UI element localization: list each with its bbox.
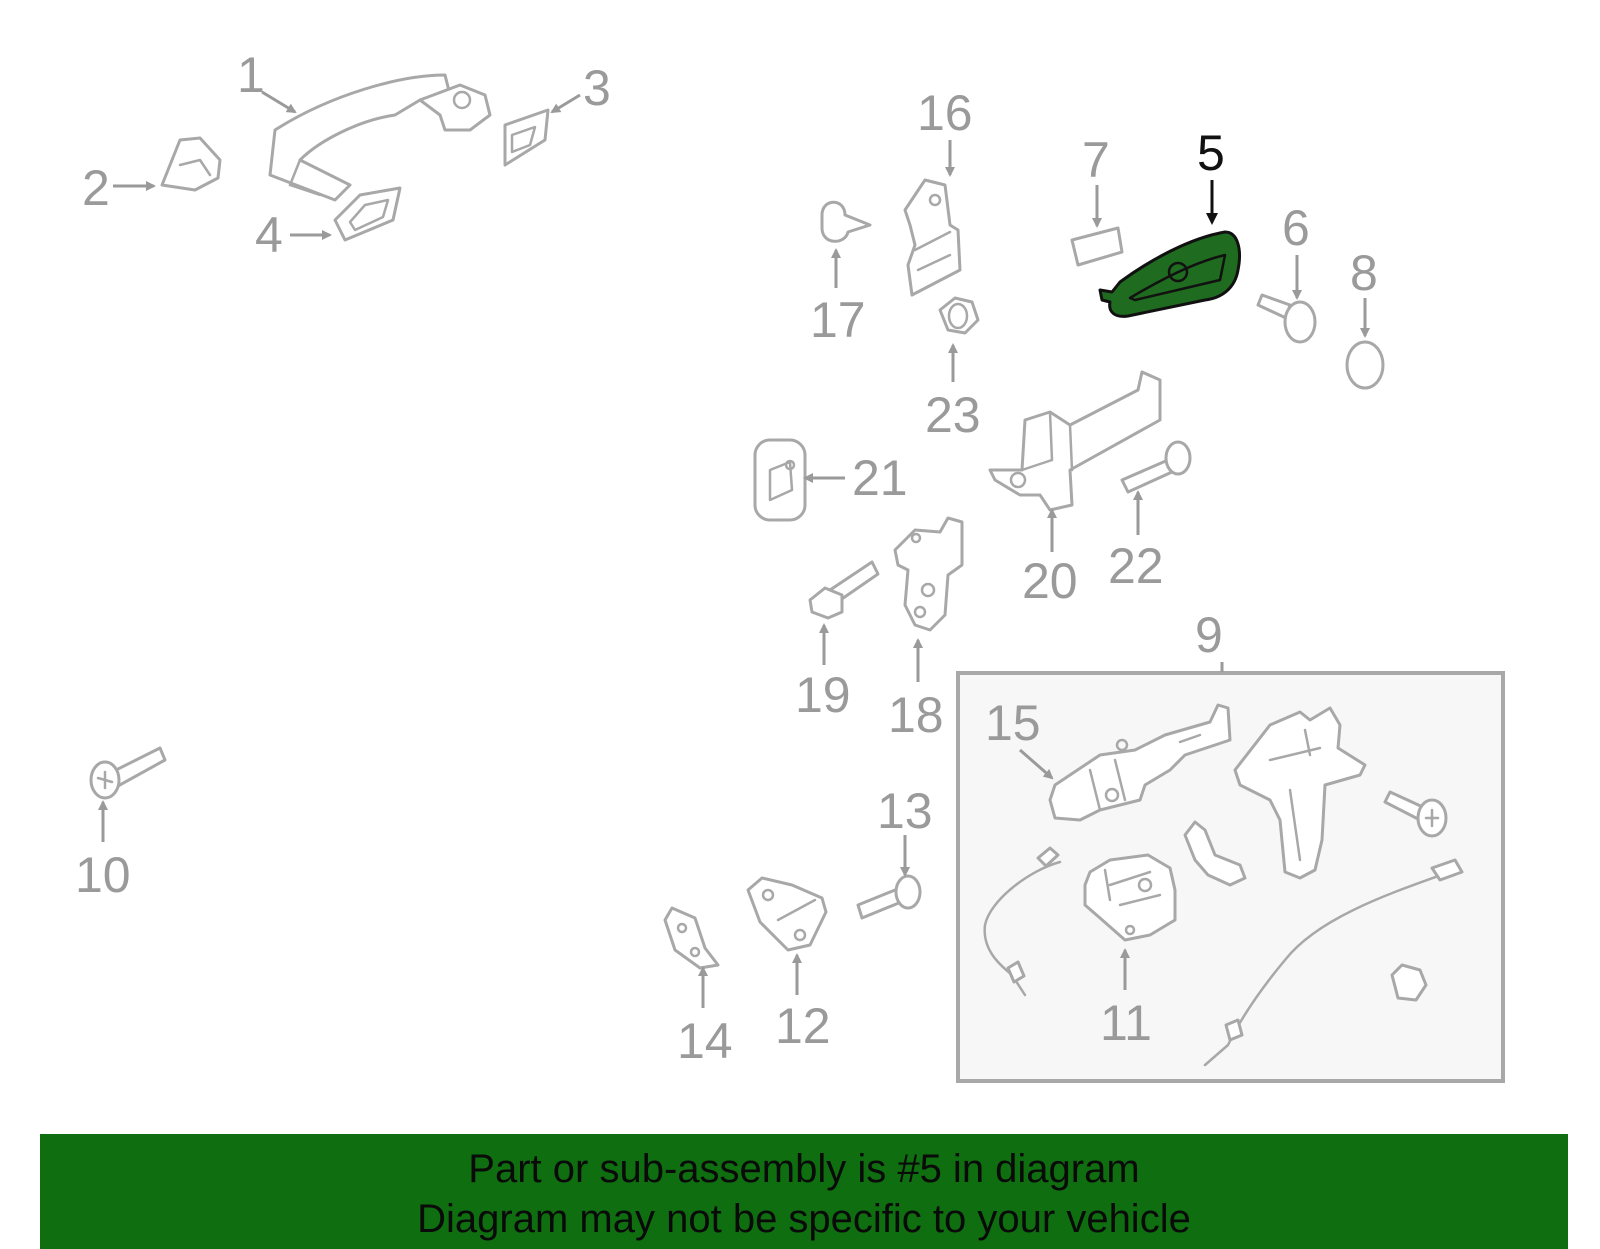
part-14-shim[interactable] [663, 906, 720, 970]
cable-right[interactable] [1203, 858, 1464, 1067]
callout-18: 18 [888, 687, 944, 743]
part-1-outer-handle[interactable] [268, 73, 492, 202]
callout-4: 4 [255, 207, 283, 263]
callout-6: 6 [1282, 200, 1310, 256]
part-3-gasket[interactable] [503, 108, 550, 167]
part-20-door-check[interactable] [988, 370, 1162, 512]
part-13-bolt[interactable] [856, 874, 922, 920]
callout-2: 2 [82, 160, 110, 216]
callout-8: 8 [1350, 245, 1378, 301]
part-4-gasket[interactable] [333, 186, 402, 242]
part-screw-box[interactable] [1383, 790, 1448, 838]
callout-3: 3 [583, 60, 611, 116]
part-21-bumper[interactable] [753, 438, 807, 522]
callout-9: 9 [1195, 607, 1223, 663]
part-19-bolt[interactable] [808, 560, 880, 620]
part-clip-box[interactable] [1390, 963, 1428, 1002]
callout-1: 1 [237, 47, 265, 103]
part-7-label[interactable] [1070, 226, 1124, 267]
part-18-hinge[interactable] [893, 516, 964, 632]
cable-left[interactable] [983, 846, 1062, 997]
callout-22: 22 [1108, 538, 1164, 594]
part-10-screw[interactable] [89, 746, 167, 800]
part-6-screw[interactable] [1256, 293, 1317, 344]
part-bracket-small[interactable] [1183, 820, 1247, 887]
part-16-hinge[interactable] [903, 178, 962, 297]
part-8-ring[interactable] [1345, 340, 1385, 390]
callout-13: 13 [877, 783, 933, 839]
callout-10: 10 [75, 847, 131, 903]
part-12-striker[interactable] [746, 876, 828, 952]
callout-23: 23 [925, 387, 981, 443]
info-banner: Part or sub-assembly is #5 in diagram Di… [40, 1134, 1568, 1249]
callout-5: 5 [1197, 125, 1225, 181]
callout-21: 21 [852, 450, 908, 506]
callout-11: 11 [1100, 995, 1152, 1051]
part-bracket-large[interactable] [1233, 706, 1367, 880]
part-22-bolt[interactable] [1120, 440, 1192, 494]
callout-19: 19 [795, 667, 851, 723]
part-2-handle-cap[interactable] [160, 136, 222, 192]
callout-16: 16 [917, 85, 973, 141]
banner-line-2: Diagram may not be specific to your vehi… [417, 1197, 1191, 1241]
callout-14: 14 [677, 1013, 733, 1069]
banner-line-1: Part or sub-assembly is #5 in diagram [468, 1147, 1140, 1191]
part-15-handle-frame[interactable] [1048, 703, 1232, 822]
part-5-inside-handle[interactable] [1098, 230, 1241, 318]
callout-20: 20 [1022, 553, 1078, 609]
callout-12: 12 [775, 998, 831, 1054]
part-11-latch[interactable] [1083, 853, 1177, 942]
callout-7: 7 [1082, 132, 1110, 188]
callout-17: 17 [810, 292, 866, 348]
part-23-nut[interactable] [938, 296, 980, 335]
part-17-clip[interactable] [820, 200, 872, 243]
callout-15: 15 [985, 695, 1041, 751]
